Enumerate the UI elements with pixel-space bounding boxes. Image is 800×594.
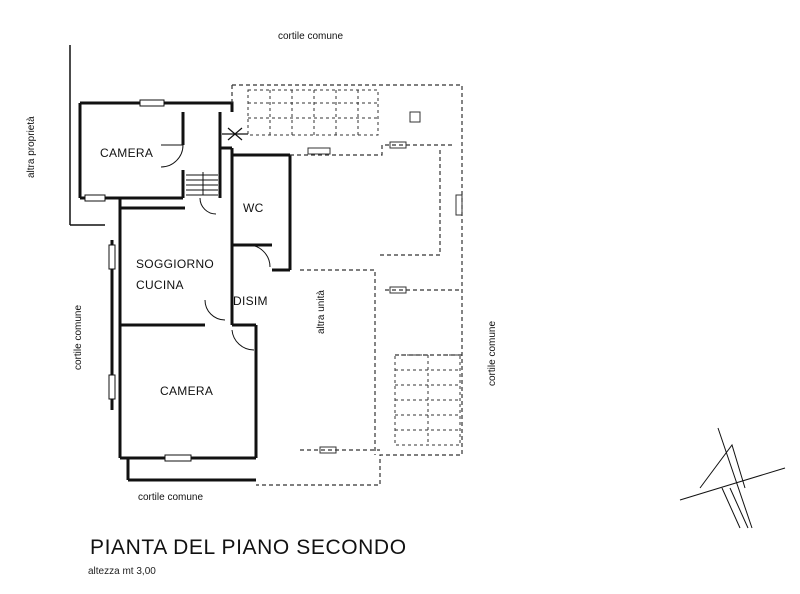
room-label-soggiorno: SOGGIORNO: [136, 257, 215, 271]
room-label-camera-bottom: CAMERA: [160, 384, 214, 398]
other-unit-stair-top: [247, 89, 379, 136]
interior-stairs: [186, 172, 218, 196]
room-label-cucina: CUCINA: [136, 278, 184, 292]
room-label-disim: DISIM: [233, 294, 268, 308]
label-cortile-bottom: cortile comune: [138, 492, 204, 503]
door-swings: [160, 144, 271, 351]
room-label-wc: WC: [243, 201, 264, 215]
other-unit-windows: [307, 111, 463, 454]
column-marker: [222, 127, 248, 141]
label-altra-unita: altra unità: [316, 290, 327, 334]
apartment-walls: [78, 101, 292, 482]
room-label-camera-top: CAMERA: [100, 146, 154, 160]
north-arrow: [679, 427, 786, 529]
label-cortile-top: cortile comune: [278, 31, 344, 42]
plan-title: PIANTA DEL PIANO SECONDO: [90, 536, 407, 559]
other-unit-outline: [231, 84, 463, 486]
plan-subtitle: altezza mt 3,00: [88, 566, 156, 577]
other-unit-stair-bottom: [394, 354, 461, 446]
windows: [84, 99, 192, 462]
label-cortile-right: cortile comune: [487, 320, 498, 386]
label-cortile-left: cortile comune: [73, 304, 84, 370]
label-altra-proprieta: altra proprietà: [26, 116, 37, 178]
property-boundary: [69, 45, 105, 226]
